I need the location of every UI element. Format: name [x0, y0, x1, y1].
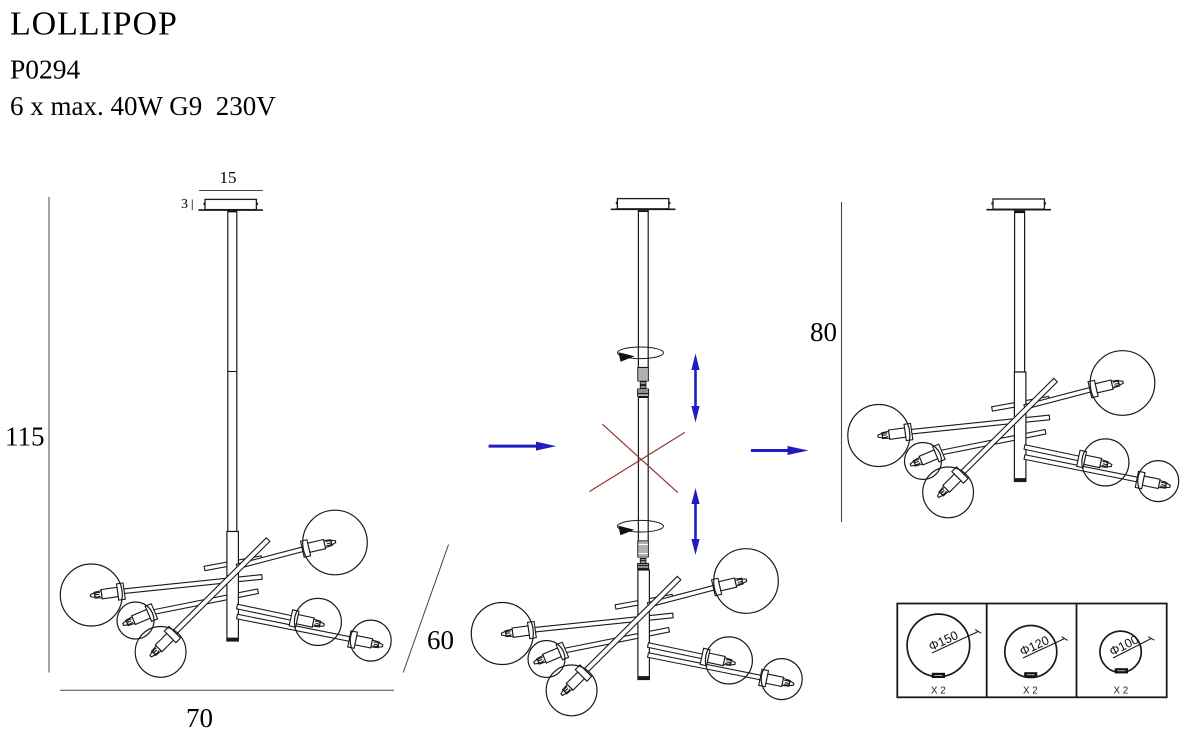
svg-text:X 2: X 2 — [1023, 686, 1038, 697]
svg-text:70: 70 — [186, 703, 213, 733]
svg-text:6 x max. 40W G9 230V: 6 x max. 40W G9 230V — [10, 91, 276, 121]
svg-text:X 2: X 2 — [931, 686, 946, 697]
svg-text:3: 3 — [181, 197, 188, 212]
svg-text:X 2: X 2 — [1114, 686, 1129, 697]
svg-text:115: 115 — [5, 421, 45, 451]
svg-text:80: 80 — [810, 317, 837, 347]
svg-text:15: 15 — [220, 168, 237, 187]
svg-text:60: 60 — [427, 625, 454, 655]
svg-text:P0294: P0294 — [10, 54, 81, 85]
svg-text:LOLLIPOP: LOLLIPOP — [10, 6, 178, 43]
